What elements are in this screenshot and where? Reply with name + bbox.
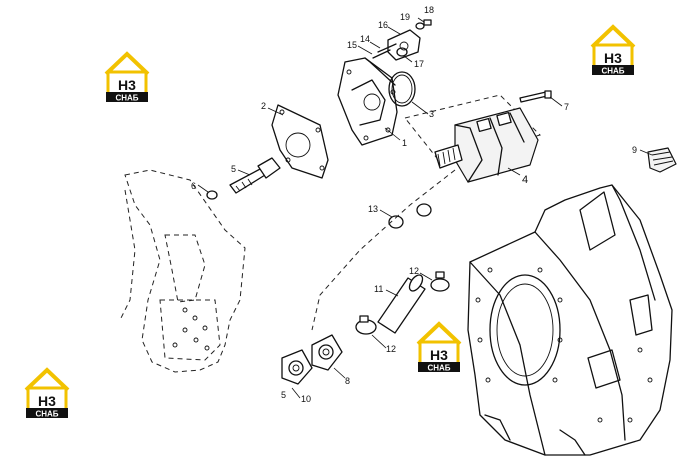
callout-5: 5 — [231, 164, 236, 174]
o-rings-13 — [388, 203, 432, 229]
frame-bolt-holes — [172, 307, 210, 351]
hose-11 — [377, 274, 426, 334]
callout-10: 10 — [301, 394, 311, 404]
hose-clamp-12-lower — [355, 315, 377, 335]
o-ring-3 — [388, 71, 416, 107]
callout-3: 3 — [429, 109, 434, 119]
logo-caption-text: CHAБ — [427, 364, 450, 373]
bolt-18 — [423, 19, 432, 26]
callout-18: 18 — [424, 5, 434, 15]
washer-17 — [396, 47, 408, 57]
callout-16: 16 — [378, 20, 388, 30]
flange-fitting-8 — [311, 334, 343, 371]
logo-mark-text: H3 — [430, 347, 448, 363]
logo-mark-text: H3 — [604, 50, 622, 66]
leader-lines — [197, 17, 653, 399]
snap-ring-6 — [206, 190, 218, 200]
callout-13: 13 — [368, 204, 378, 214]
gasket-2 — [271, 104, 329, 179]
callout-8: 8 — [345, 376, 350, 386]
callout-2: 2 — [261, 101, 266, 111]
hydraulic-pump-4 — [404, 94, 541, 183]
transmission-housing — [467, 184, 673, 456]
callout-4: 4 — [522, 174, 528, 186]
watermark-logo-bottom-left: H3 CHAБ — [24, 368, 70, 420]
callout-12-upper: 12 — [409, 266, 419, 276]
cover-plate-16 — [387, 29, 421, 61]
bolt-7 — [519, 90, 552, 103]
watermark-logo-top-right: H3 CHAБ — [590, 25, 636, 77]
pin-14 — [377, 43, 397, 53]
watermark-logo-top-left: H3 CHAБ — [104, 52, 150, 104]
hose-clamp-12-upper — [430, 271, 450, 292]
callout-14: 14 — [360, 34, 370, 44]
callout-7: 7 — [564, 102, 569, 112]
logo-mark-text: H3 — [38, 393, 56, 409]
callout-6: 6 — [191, 181, 196, 191]
callout-9: 9 — [632, 145, 637, 155]
breather-plug-9 — [647, 147, 677, 173]
logo-mark-text: H3 — [118, 77, 136, 93]
callout-19: 19 — [400, 12, 410, 22]
callout-12-lower: 12 — [386, 344, 396, 354]
callout-17: 17 — [414, 59, 424, 69]
flange-fitting-10 — [281, 349, 313, 385]
callout-15: 15 — [347, 40, 357, 50]
callout-1: 1 — [402, 138, 407, 148]
hose-route-dashed — [311, 169, 456, 331]
logo-caption-text: CHAБ — [35, 410, 58, 419]
pump-housing-1 — [337, 57, 398, 146]
watermark-logo-center: H3 CHAБ — [416, 322, 462, 374]
frame-outline-dashed — [119, 169, 246, 373]
logo-caption-text: CHAБ — [601, 67, 624, 76]
washer-19 — [415, 22, 425, 30]
callout-5-lower: 5 — [281, 390, 286, 400]
housing-bolt-holes — [475, 267, 653, 423]
callout-11: 11 — [374, 284, 383, 294]
logo-caption-text: CHAБ — [115, 94, 138, 103]
callout-numbers: 1 2 3 4 5 5 6 7 8 9 10 11 12 12 13 14 15… — [191, 5, 637, 404]
drive-shaft-5 — [229, 157, 281, 194]
pin-15 — [372, 49, 391, 59]
